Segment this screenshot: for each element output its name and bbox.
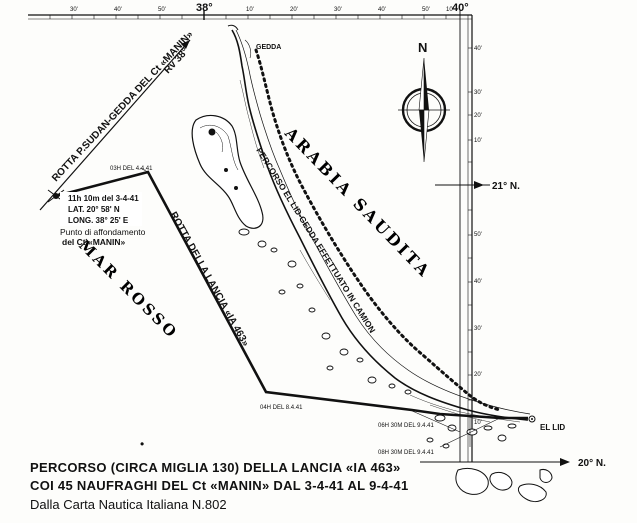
arabian-coastline: [227, 24, 531, 421]
sinking-point-info: 11h 10m del 3-4-41 LAT. 20° 58' N LONG. …: [60, 192, 146, 247]
waypoint-label: 06H 30M DEL 9.4.41: [378, 423, 434, 429]
southern-islands: [455, 467, 553, 503]
parallel-21-label: 21° N.: [492, 181, 520, 192]
gedda-label: GEDDA: [256, 44, 281, 51]
lifeboat-route: [55, 170, 528, 448]
sinking-note-line2: del Ct «MANIN»: [62, 237, 126, 247]
compass-rose: N: [398, 40, 450, 163]
waypoint-label: 04H DEL 8.4.41: [260, 405, 303, 411]
sinking-time: 11h 10m del 3-4-41: [68, 194, 139, 203]
sinking-note-line1: Punto di affondamento: [60, 227, 146, 237]
el-lid-label: EL LID: [540, 423, 565, 432]
coastal-reef-texture: [239, 79, 521, 423]
right-scale-label: 10': [474, 420, 482, 426]
right-scale-labels: 40' 30' 20' 10' 50' 40' 30' 20' 10': [474, 46, 482, 426]
sinking-longitude: LONG. 38° 25' E: [68, 216, 129, 225]
parallel-21-marker: 21° N.: [474, 181, 520, 192]
map-mark: •: [140, 437, 144, 451]
small-islands: [238, 228, 517, 449]
right-scale-label: 10': [474, 138, 482, 144]
meridian-40-label: 40°: [452, 2, 469, 14]
meridian-38-label: 38°: [196, 2, 213, 14]
parallel-20-marker: 20° N.: [560, 458, 606, 469]
waypoint-label: 03H DEL 4.4.41: [110, 166, 153, 172]
right-scale-label: 40': [474, 46, 482, 52]
top-scale-labels: 30' 40' 50' 10' 20' 30' 40' 50' 10': [70, 7, 454, 13]
caption-line-1: PERCORSO (CIRCA MIGLIA 130) DELLA LANCIA…: [30, 460, 401, 475]
top-scale-label: 20': [290, 7, 298, 13]
top-scale-label: 50': [422, 7, 430, 13]
top-scale-label: 30': [334, 7, 342, 13]
caption-line-2: COI 45 NAUFRAGHI DEL Ct «MANIN» DAL 3-4-…: [30, 478, 409, 493]
caption-source: Dalla Carta Nautica Italiana N.802: [30, 497, 227, 512]
waypoint-label: 08H 30M DEL 9.4.41: [378, 450, 434, 456]
top-scale-label: 10': [446, 7, 454, 13]
sinking-latitude: LAT. 20° 58' N: [68, 205, 120, 214]
sudan-gedda-route-label: ROTTA P.SUDAN-GEDDA DEL Ct «MANIN»: [50, 29, 196, 184]
arabia-saudita-label: ARABIA SAUDITA: [280, 123, 435, 282]
truck-route-el-lid-gedda: [254, 48, 502, 412]
right-scale-label: 50': [474, 232, 482, 238]
truck-route-label: PERCORSO EL LID-GEDDA EFFETTUATO IN CAMI…: [254, 146, 377, 335]
top-scale-label: 40': [378, 7, 386, 13]
right-scale-label: 30': [474, 90, 482, 96]
right-scale-label: 30': [474, 326, 482, 332]
top-scale-label: 30': [70, 7, 78, 13]
top-scale-label: 50': [158, 7, 166, 13]
el-lid-marker: EL LID: [528, 415, 565, 432]
compass-north-label: N: [418, 40, 427, 55]
top-scale-label: 10': [246, 7, 254, 13]
mar-rosso-label: MAR ROSSO: [75, 236, 182, 343]
right-scale-label: 20': [474, 113, 482, 119]
island: [191, 114, 264, 229]
parallel-20-label: 20° N.: [578, 458, 606, 469]
chart-frame: [28, 10, 560, 463]
top-scale-label: 40': [114, 7, 122, 13]
right-scale-label: 20': [474, 372, 482, 378]
right-scale-label: 40': [474, 279, 482, 285]
